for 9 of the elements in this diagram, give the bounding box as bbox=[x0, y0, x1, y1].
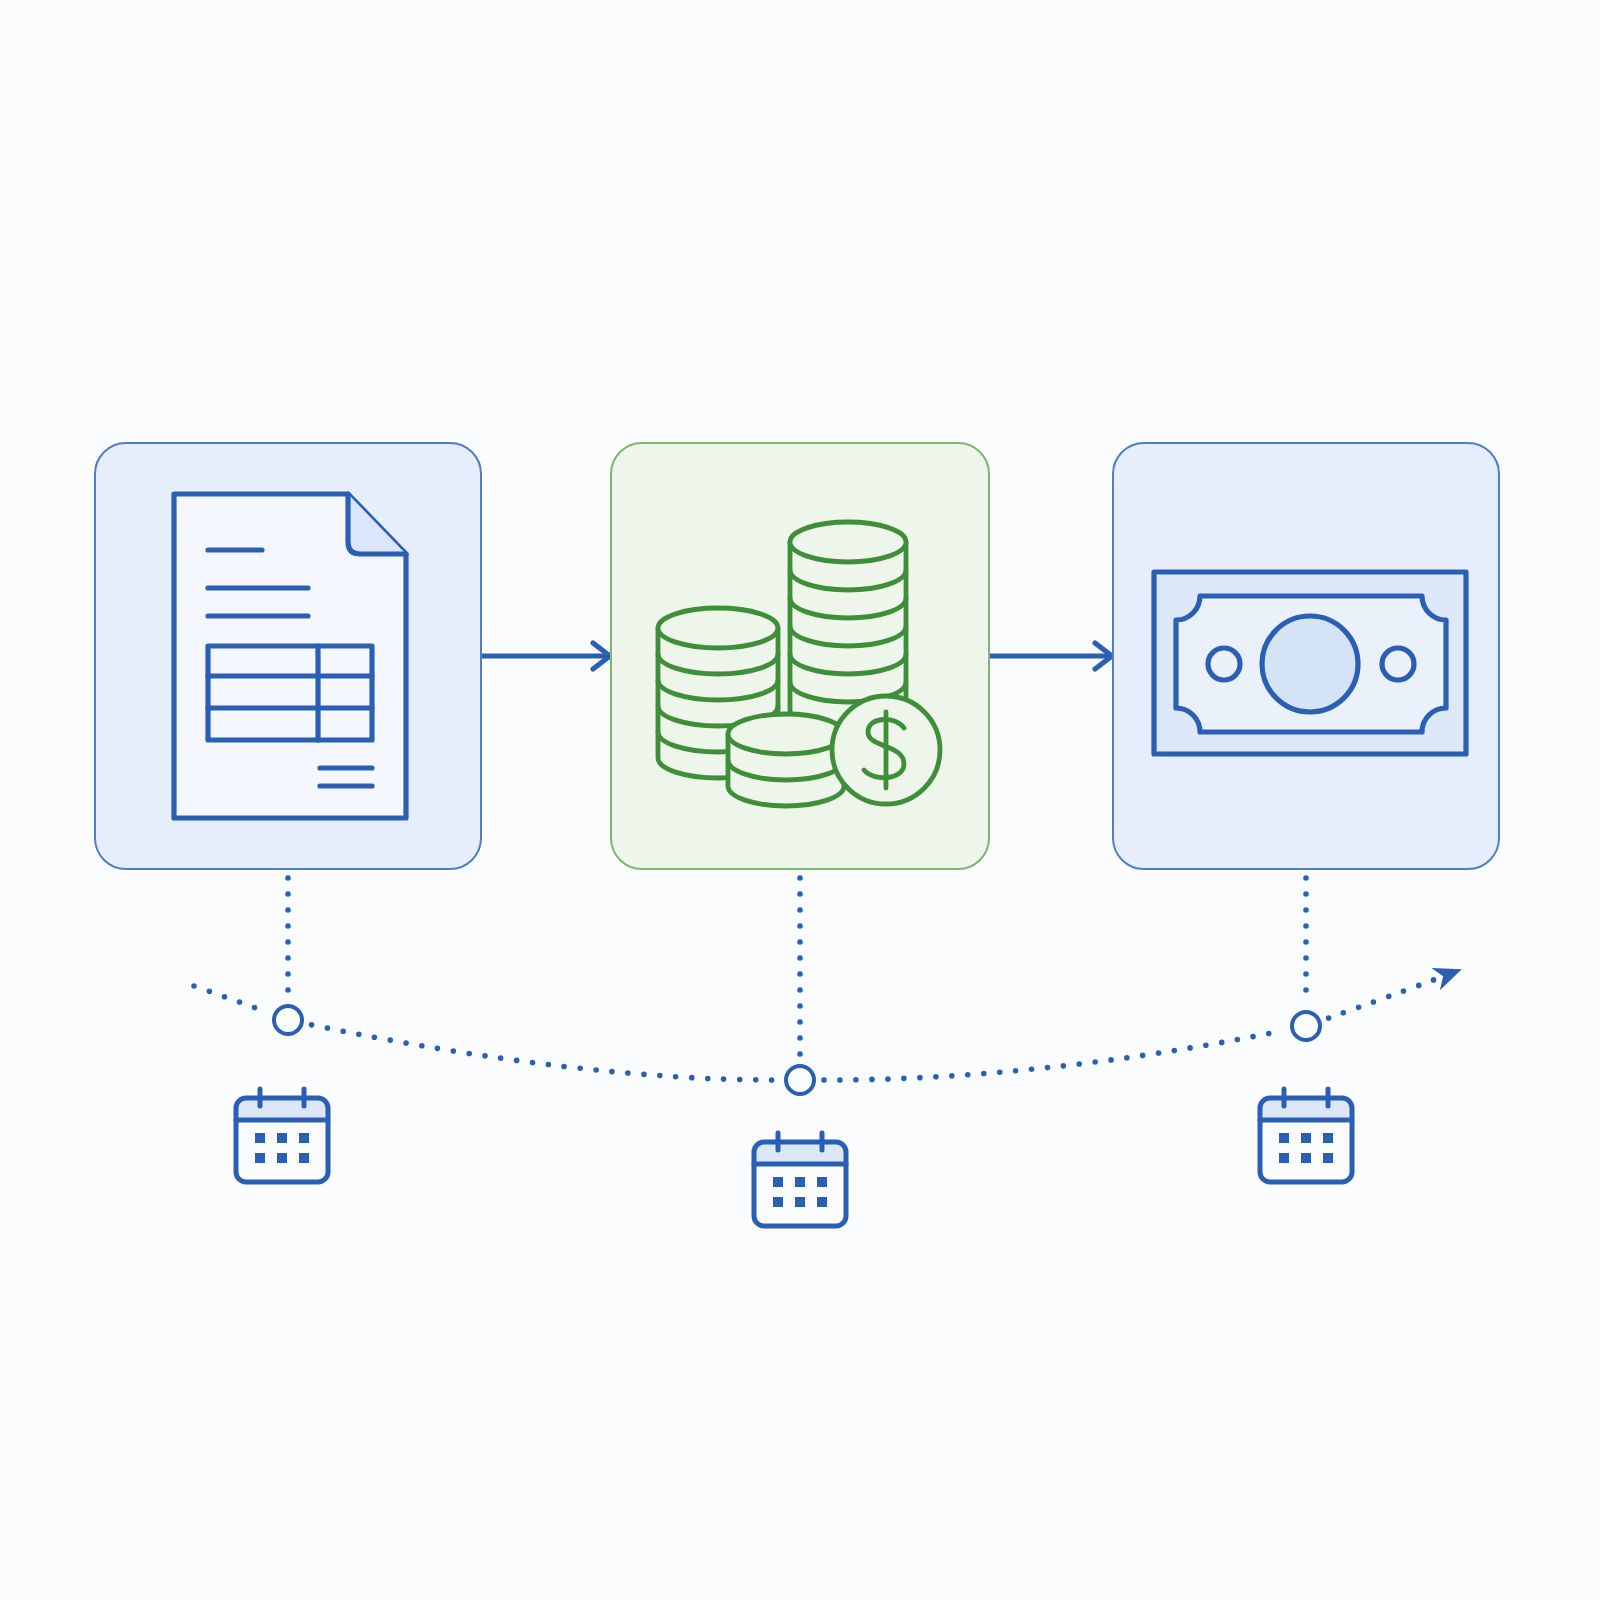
arrow bbox=[987, 640, 1115, 672]
icon-card bbox=[94, 442, 482, 870]
dotted-arrow bbox=[1325, 967, 1463, 1021]
dotted-line bbox=[308, 1022, 779, 1083]
dotted-line bbox=[285, 875, 291, 999]
icon-card bbox=[610, 442, 990, 870]
dotted-line bbox=[797, 875, 803, 1059]
icon-card bbox=[1112, 442, 1500, 870]
arrow bbox=[479, 640, 613, 672]
